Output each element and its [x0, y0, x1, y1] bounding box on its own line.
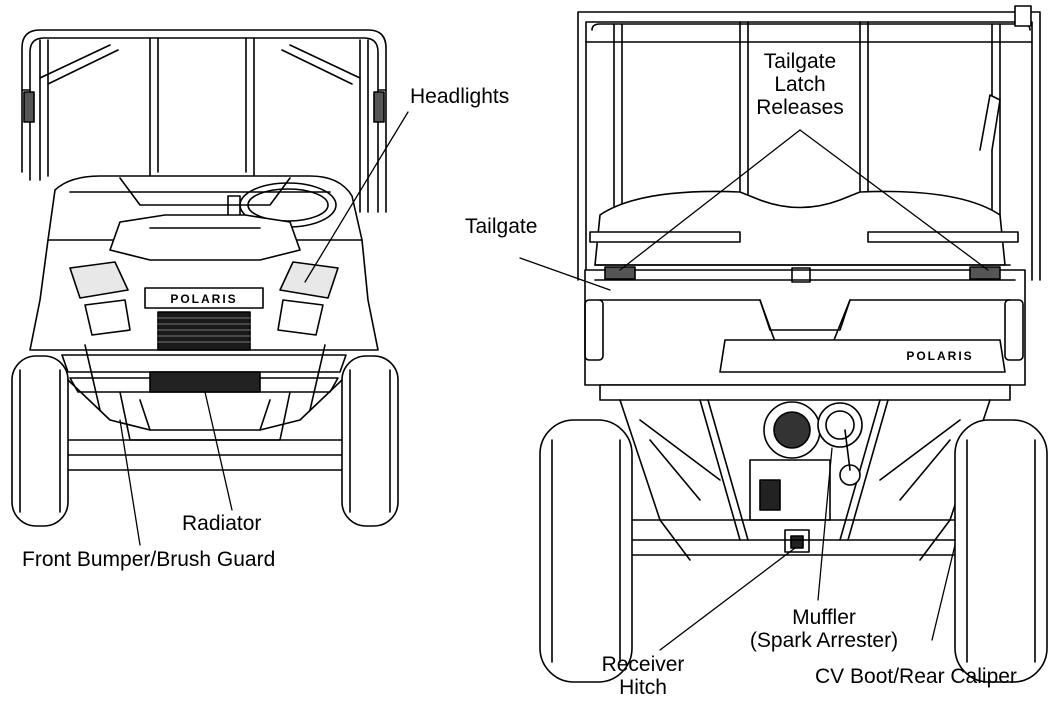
rear-tailgate	[584, 266, 1026, 386]
label-receiver-hitch: Receiver Hitch	[588, 653, 698, 699]
label-tailgate-latch-releases-line3: Releases	[756, 96, 844, 119]
label-headlights: Headlights	[410, 85, 510, 108]
front-hood	[29, 175, 379, 351]
label-radiator: Radiator	[182, 512, 262, 535]
rear-view-vehicle	[539, 5, 1048, 683]
front-tires	[11, 355, 399, 527]
front-brush-guard	[54, 354, 356, 471]
rear-tires	[539, 419, 1048, 683]
rear-brand-badge: POLARIS	[906, 349, 973, 363]
label-receiver-hitch-line2: Hitch	[619, 676, 667, 699]
label-muffler-spark-arrester: Muffler (Spark Arrester)	[736, 606, 912, 652]
label-cv-boot-rear-caliper: CV Boot/Rear Caliper	[815, 665, 1017, 688]
rear-undercarriage	[599, 384, 1011, 561]
label-receiver-hitch-line1: Receiver	[601, 653, 685, 676]
label-muffler-line1: Muffler	[792, 606, 856, 629]
rear-roll-cage	[577, 5, 1041, 281]
label-muffler-line2: (Spark Arrester)	[749, 629, 899, 652]
front-grille	[144, 287, 264, 351]
label-front-bumper-brush-guard: Front Bumper/Brush Guard	[22, 548, 276, 571]
label-tailgate-latch-releases-line1: Tailgate	[763, 50, 837, 73]
front-brand-badge: POLARIS	[170, 292, 237, 306]
rear-cargo-box	[589, 190, 1019, 266]
front-suspension	[67, 344, 343, 431]
front-view-vehicle	[11, 29, 399, 527]
front-roll-cage	[21, 29, 387, 213]
label-tailgate-latch-releases-line2: Latch	[774, 73, 826, 96]
label-tailgate: Tailgate	[465, 215, 538, 238]
front-headlights	[69, 261, 339, 336]
rear-leader-lines	[519, 129, 989, 651]
front-leader-lines	[119, 111, 409, 546]
label-tailgate-latch-releases: Tailgate Latch Releases	[740, 50, 860, 119]
